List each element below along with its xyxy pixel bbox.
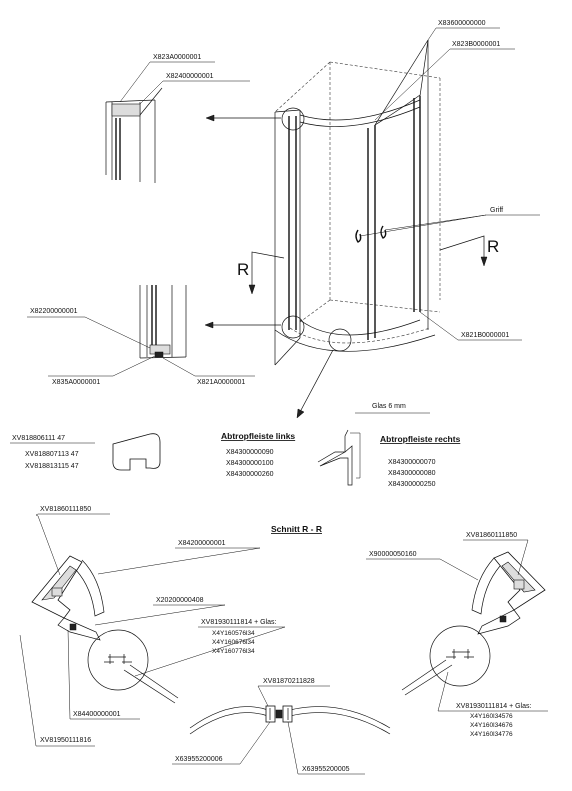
part-label: XV81870211828 — [263, 678, 315, 685]
part-label: X90000050160 — [369, 551, 417, 558]
part-label: XV81930111814 + Glas: — [201, 619, 276, 626]
label-group-top-right-1: X83600000000 — [427, 20, 500, 41]
drip-strip-code: X84300000100 — [226, 460, 274, 467]
glass-code: X4Y160576l34 — [212, 630, 255, 637]
section-left-profile — [31, 555, 179, 704]
part-label: X83600000000 — [438, 20, 486, 27]
section-mark-left: R — [237, 260, 249, 279]
arrow-head — [204, 321, 214, 329]
section-title: Schnitt R - R — [271, 524, 322, 534]
part-label: X823A0000001 — [153, 54, 201, 61]
section-line-left — [251, 251, 285, 286]
arrow-head — [296, 408, 305, 419]
part-label: X63955200006 — [175, 756, 223, 763]
arrow-head — [480, 256, 488, 267]
section-mark-right: R — [487, 237, 499, 256]
part-label: X82200000001 — [30, 308, 78, 315]
arrow-line — [299, 349, 334, 413]
bottom-left-profile-detail — [139, 285, 187, 359]
part-label: X821B0000001 — [461, 332, 509, 339]
part-label: XV81860111850 — [466, 532, 517, 539]
drip-strip-profile-icon — [317, 429, 353, 486]
shower-enclosure-drawing — [274, 39, 441, 366]
drip-strip-left-title: Abtropfleiste links — [221, 431, 295, 441]
arrow-head — [205, 114, 215, 122]
drip-strip-right-title: Abtropfleiste rechts — [380, 434, 461, 444]
part-label: X82400000001 — [166, 73, 214, 80]
part-label: X821A0000001 — [197, 379, 245, 386]
drip-strip-code: X84300000250 — [388, 481, 436, 488]
top-left-profile-detail — [105, 87, 163, 183]
section-line-right — [439, 235, 485, 258]
part-label: X823B0000001 — [452, 41, 500, 48]
drip-strip-code: X84300000080 — [388, 470, 436, 477]
drip-strip-code: X84300000260 — [226, 471, 274, 478]
part-label: X20200000408 — [156, 597, 204, 604]
glass-thickness-label: Glas 6 mm — [372, 403, 406, 410]
arrow-head — [248, 284, 256, 295]
part-label: XV81860111850 — [40, 506, 91, 513]
seal-code: XV818807113 47 — [25, 451, 79, 458]
seal-code: XV818813115 47 — [25, 463, 79, 470]
part-label: X84400000001 — [73, 711, 121, 718]
part-label: Griff — [490, 207, 503, 214]
label-group-top-right-2: X823B0000001 — [374, 41, 515, 121]
part-label: X63955200005 — [302, 766, 350, 773]
seal-code: XV818806111 47 — [12, 435, 65, 442]
glass-code: X4Y160776l34 — [212, 648, 255, 655]
glass-code: X4Y160676l34 — [212, 639, 255, 646]
section-right-profile — [401, 551, 546, 696]
drip-strip-code: X84300000070 — [388, 459, 436, 466]
part-label: XV81930111814 + Glas: — [456, 703, 531, 710]
section-middle-profile — [189, 705, 391, 735]
drip-strip-code: X84300000090 — [226, 449, 274, 456]
glass-code: X4Y160l34576 — [470, 713, 513, 720]
part-label: XV81950111816 — [40, 737, 91, 744]
part-label: X84200000001 — [178, 540, 226, 547]
glass-code: X4Y160l34776 — [470, 731, 513, 738]
seal-profile-icon — [112, 433, 161, 471]
part-label: X835A0000001 — [52, 379, 100, 386]
glass-code: X4Y160l34676 — [470, 722, 513, 729]
